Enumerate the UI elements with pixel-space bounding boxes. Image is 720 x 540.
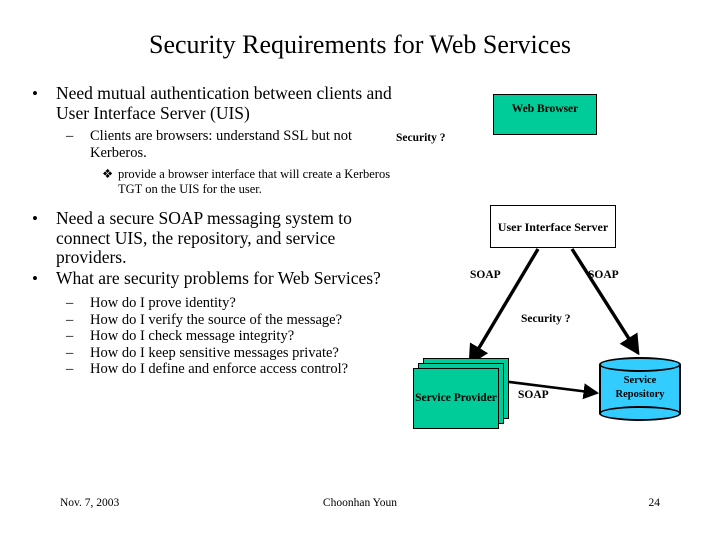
dash-marker-icon: – [66, 361, 74, 377]
label-security-question-middle: Security ? [521, 313, 571, 325]
connector-uis-to-service-provider [468, 248, 540, 366]
list-item-label: How do I verify the source of the messag… [90, 311, 343, 328]
list-item: – How do I keep sensitive messages priva… [14, 345, 406, 362]
dash-marker-icon: – [66, 311, 74, 328]
bullet-marker-icon: • [32, 209, 38, 228]
page-title: Security Requirements for Web Services [149, 30, 571, 59]
node-service-provider[interactable]: Service Provider [413, 368, 499, 429]
cylinder-bottom-icon [599, 406, 681, 421]
node-user-interface-server[interactable]: User Interface Server [490, 205, 616, 248]
list-item: – How do I define and enforce access con… [14, 361, 406, 378]
dash-marker-icon: – [66, 344, 74, 361]
list-item: • What are security problems for Web Ser… [14, 267, 406, 289]
list-item-label: Need a secure SOAP messaging system to c… [56, 208, 352, 267]
dash-marker-icon: – [66, 295, 74, 311]
list-item: ❖ provide a browser interface that will … [14, 166, 406, 196]
node-web-browser-label: Web Browser [511, 102, 579, 115]
list-item: – How do I check message integrity? [14, 328, 406, 345]
node-service-repository[interactable]: Service Repository [599, 357, 681, 421]
label-soap-right: SOAP [588, 269, 619, 281]
footer-author: Choonhan Youn [322, 497, 398, 509]
list-item-label: provide a browser interface that will cr… [118, 167, 391, 196]
list-item-label: How do I define and enforce access contr… [90, 361, 349, 377]
connector-uis-to-service-repository [570, 248, 640, 356]
list-item-label: What are security problems for Web Servi… [56, 267, 381, 288]
node-web-browser[interactable]: Web Browser [493, 94, 597, 135]
list-item-label: How do I keep sensitive messages private… [90, 344, 339, 361]
label-soap-left: SOAP [470, 269, 501, 281]
list-item: – How do I prove identity? [14, 295, 406, 312]
bullet-marker-icon: • [32, 84, 38, 103]
cylinder-top-icon [599, 357, 681, 372]
label-soap-middle: SOAP [518, 389, 549, 401]
diamond-bullet-icon: ❖ [102, 166, 114, 181]
connector-service-provider-to-repository [501, 379, 600, 400]
list-item: – Clients are browsers: understand SSL b… [14, 128, 406, 161]
list-item: – How do I verify the source of the mess… [14, 312, 406, 329]
list-item-label: How do I check message integrity? [90, 328, 295, 344]
dash-marker-icon: – [66, 128, 74, 144]
bullet-list: • Need mutual authentication between cli… [14, 83, 406, 378]
footer-date: Nov. 7, 2003 [60, 497, 120, 509]
node-service-provider-label: Service Provider [415, 392, 497, 404]
node-user-interface-server-label: User Interface Server [497, 219, 609, 234]
list-item: • Need mutual authentication between cli… [14, 83, 406, 123]
list-item: • Need a secure SOAP messaging system to… [14, 208, 406, 268]
label-security-question-top: Security ? [396, 132, 446, 144]
dash-marker-icon: – [66, 328, 74, 344]
list-item-label: Need mutual authentication between clien… [56, 83, 392, 123]
list-item-label: Clients are browsers: understand SSL but… [90, 128, 353, 161]
footer-page-number: 24 [648, 497, 661, 509]
list-item-label: How do I prove identity? [90, 295, 236, 311]
slide-footer: Nov. 7, 2003 Choonhan Youn 24 [0, 496, 720, 514]
node-service-repository-label: Service Repository [615, 375, 665, 400]
bullet-marker-icon: • [32, 268, 38, 288]
